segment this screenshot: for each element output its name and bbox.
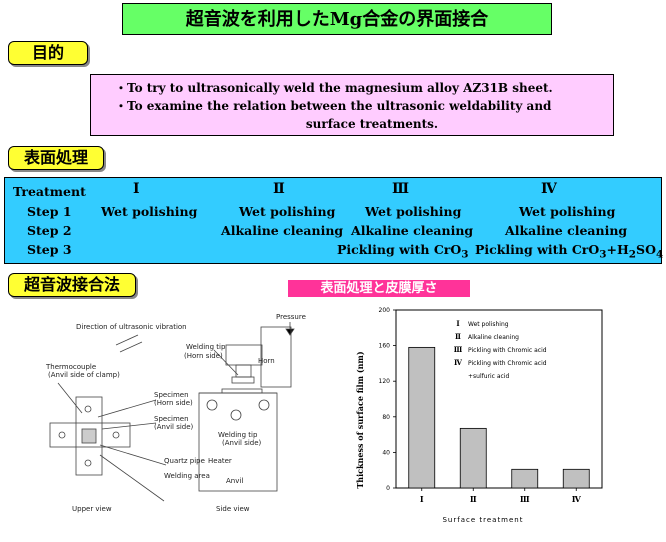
x-tick-label: Ⅲ bbox=[520, 494, 530, 504]
purpose-label: 目的 bbox=[8, 41, 88, 65]
legend-entry: Pickling with Chromic acid bbox=[468, 347, 547, 354]
bar-3 bbox=[511, 468, 539, 489]
legend-entry: +sulfuric acid bbox=[468, 373, 510, 380]
legend-mark: Ⅱ bbox=[455, 332, 461, 341]
col-3: Ⅲ bbox=[392, 181, 410, 197]
svg-text:(Horn side): (Horn side) bbox=[154, 399, 193, 407]
welding-tip-horn-label: Welding tip bbox=[186, 343, 226, 351]
col-4: Ⅳ bbox=[541, 181, 557, 197]
welding-tip-anvil-label: Welding tip bbox=[218, 431, 258, 439]
step2-col3: Alkaline cleaning bbox=[351, 223, 474, 238]
treatment-table: Treatment Ⅰ Ⅱ Ⅲ Ⅳ Step 1 Step 2 Step 3 W… bbox=[4, 177, 664, 264]
legend-entry: Pickling with Chromic acid bbox=[468, 360, 547, 367]
anvil-label: Anvil bbox=[226, 477, 243, 485]
pressure-label: Pressure bbox=[276, 313, 306, 321]
step1-col3: Wet polishing bbox=[365, 204, 462, 219]
y-tick-label: 160 bbox=[379, 343, 391, 350]
svg-text:(Anvil side): (Anvil side) bbox=[154, 423, 194, 431]
heater-label: Heater bbox=[208, 457, 232, 465]
horn-body bbox=[260, 326, 292, 388]
upper-view-label: Upper view bbox=[72, 505, 112, 513]
chart-heading: 表面処理と皮膜厚さ bbox=[288, 280, 470, 297]
x-axis-label: Surface treatment bbox=[442, 516, 523, 524]
thermocouple-label: Thermocouple bbox=[45, 363, 96, 371]
welding-area-label: Welding area bbox=[164, 472, 210, 480]
col-2: Ⅱ bbox=[273, 181, 285, 197]
step1-col1: Wet polishing bbox=[101, 204, 198, 219]
y-tick-label: 0 bbox=[386, 485, 390, 492]
purpose-item-2-cont: surface treatments. bbox=[305, 117, 439, 131]
legend-entry: Wet polishing bbox=[468, 321, 509, 328]
step-2: Step 2 bbox=[27, 223, 72, 238]
y-tick-label: 120 bbox=[379, 378, 391, 385]
specimen-anvil-label: Specimen bbox=[154, 415, 189, 423]
bar-2 bbox=[459, 427, 487, 489]
svg-text:(Anvil side): (Anvil side) bbox=[222, 439, 262, 447]
bar-4 bbox=[562, 468, 590, 489]
step2-col2: Alkaline cleaning bbox=[221, 223, 344, 238]
step2-col4: Alkaline cleaning bbox=[505, 223, 628, 238]
specimen-horn-label: Specimen bbox=[154, 391, 189, 399]
purpose-item-2: ・To examine the relation between the ult… bbox=[115, 99, 552, 113]
svg-text:(Anvil side of clamp): (Anvil side of clamp) bbox=[48, 371, 120, 379]
side-view-label: Side view bbox=[216, 505, 250, 513]
direction-label: Direction of ultrasonic vibration bbox=[76, 323, 187, 331]
upper-view-specimen bbox=[49, 422, 131, 448]
step-3: Step 3 bbox=[27, 242, 72, 257]
x-tick-label: Ⅱ bbox=[470, 494, 477, 504]
step1-col4: Wet polishing bbox=[519, 204, 616, 219]
surface-treatment-label: 表面処理 bbox=[8, 146, 104, 170]
welding-diagram: Direction of ultrasonic vibration Pressu… bbox=[45, 313, 306, 513]
y-axis-label: Thickness of surface film (nm) bbox=[355, 351, 365, 489]
vibration-arrow bbox=[115, 334, 139, 346]
step-1: Step 1 bbox=[27, 204, 72, 219]
svg-text:(Horn side): (Horn side) bbox=[184, 352, 223, 360]
step3-col4: Pickling with CrO3+H2SO4 bbox=[475, 242, 664, 261]
legend-mark: Ⅲ bbox=[454, 345, 463, 354]
film-thickness-chart: Thickness of surface film (nm) Surface t… bbox=[355, 307, 603, 524]
legend-mark: Ⅳ bbox=[454, 358, 463, 367]
legend-entry: Alkaline cleaning bbox=[468, 334, 519, 341]
y-tick-label: 80 bbox=[382, 414, 390, 421]
purpose-item-1: ・To try to ultrasonically weld the magne… bbox=[115, 81, 553, 95]
legend-mark: Ⅰ bbox=[456, 319, 459, 328]
horn-label: Horn bbox=[258, 357, 275, 365]
quartz-pipe-label: Quartz pipe bbox=[164, 457, 205, 465]
page-title: 超音波を利用したMg合金の界面接合 bbox=[122, 3, 552, 35]
purpose-box: ・To try to ultrasonically weld the magne… bbox=[90, 74, 614, 136]
step1-col2: Wet polishing bbox=[239, 204, 336, 219]
treatment-header: Treatment bbox=[13, 184, 86, 199]
step3-col3: Pickling with CrO3 bbox=[337, 242, 469, 261]
bar-1 bbox=[408, 346, 436, 489]
x-tick-label: Ⅰ bbox=[420, 494, 424, 504]
y-tick-label: 40 bbox=[382, 449, 390, 456]
clamp-bolt bbox=[206, 399, 218, 411]
x-tick-label: Ⅳ bbox=[572, 494, 582, 504]
welding-method-label: 超音波接合法 bbox=[8, 273, 136, 297]
col-1: Ⅰ bbox=[133, 181, 140, 197]
y-tick-label: 200 bbox=[379, 307, 391, 314]
